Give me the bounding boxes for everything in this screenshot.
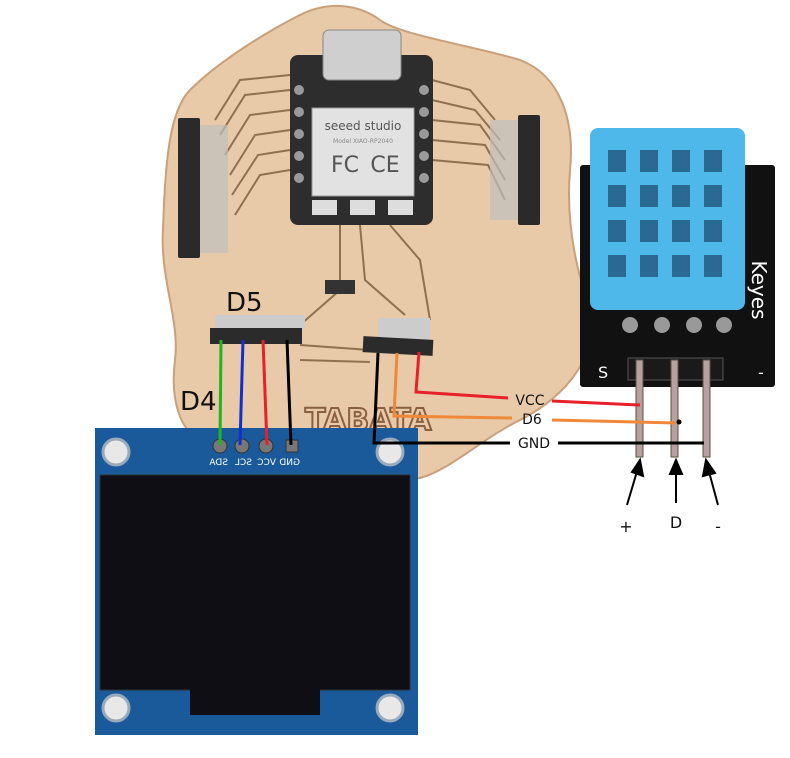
left-pin-header [178, 118, 228, 258]
d4-label: D4 [180, 387, 217, 417]
oled-pin-gnd: GND [279, 458, 300, 468]
sda-wire [218, 339, 223, 446]
gnd-wire [372, 352, 510, 445]
right-pin-header [490, 115, 540, 225]
sensor-signal-mark: S [598, 363, 608, 382]
d6-wire [392, 352, 513, 420]
sensor-brand: Keyes [747, 261, 771, 320]
sensor-header [362, 318, 434, 356]
plus-pin-label: + [619, 517, 632, 536]
minus-pin-label: - [715, 517, 721, 536]
oled-vcc-wire [261, 339, 269, 446]
ce-mark: CE [370, 153, 399, 178]
fc-mark: FC [331, 153, 359, 178]
smd-resistor [325, 280, 355, 294]
oled-header [210, 315, 305, 344]
gnd-wire-label: GND [518, 436, 550, 452]
d5-label: D5 [226, 288, 263, 318]
oled-pin-sda: SDA [209, 458, 228, 468]
oled-gnd-wire [285, 339, 293, 446]
milled-pcb-board: seeed studio Model XIAO-RP2040 FC CE TAB… [161, 4, 593, 481]
xiao-rp2040-module: seeed studio Model XIAO-RP2040 FC CE [290, 29, 433, 225]
vcc-wire [414, 351, 509, 400]
vcc-wire-label: VCC [515, 393, 544, 409]
oled-wires [218, 339, 293, 446]
module-model: Model XIAO-RP2040 [333, 138, 393, 145]
dht11-sensor-module: Keyes S - [580, 128, 775, 458]
pin-arrows [626, 457, 719, 506]
d6-wire-label: D6 [522, 412, 542, 428]
data-pin-label: D [670, 513, 682, 532]
scl-wire [238, 339, 245, 446]
sensor-minus-mark: - [758, 363, 764, 382]
module-brand: seeed studio [325, 119, 402, 133]
oled-pin-scl: SCL [235, 458, 252, 468]
oled-display-module: GND VCC SCL SDA [95, 428, 418, 735]
sensor-wires [372, 351, 704, 445]
oled-pin-vcc: VCC [257, 458, 276, 468]
